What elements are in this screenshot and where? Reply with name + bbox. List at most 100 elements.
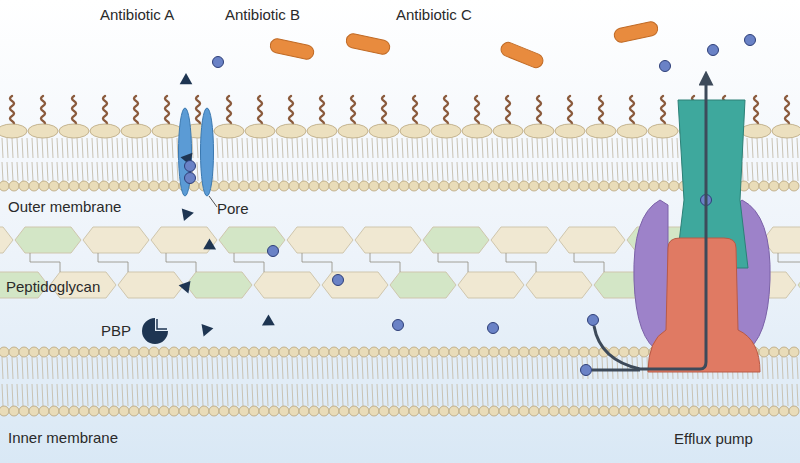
lipid-head: [449, 406, 459, 416]
lipid-tail: [132, 357, 133, 379]
lipid-tail: [577, 162, 578, 181]
lipid-tail: [672, 384, 673, 406]
lipid-head: [619, 181, 629, 191]
lipid-tail: [407, 357, 408, 379]
lipid-tail: [177, 162, 178, 181]
lipid-tail: [677, 138, 678, 158]
lipid-tail: [762, 162, 763, 181]
lipid-head: [129, 347, 139, 357]
pbp-symbol: [142, 318, 168, 344]
lipid-tail: [212, 357, 213, 379]
lipid-tail: [52, 357, 53, 379]
lipid-tail: [122, 162, 123, 181]
lipid-head: [599, 406, 609, 416]
lipid-tail: [777, 357, 778, 379]
lipid-tail: [347, 138, 348, 158]
lipid-tail: [152, 384, 153, 406]
lipid-head: [219, 181, 229, 191]
lipid-tail: [27, 162, 28, 181]
lipid-head: [289, 406, 299, 416]
lipid-tail: [687, 384, 688, 406]
glycan-hexagon: [0, 272, 48, 298]
lipid-head: [439, 181, 449, 191]
lipid-tail: [722, 384, 723, 406]
lps-head: [772, 124, 800, 138]
antibiotic-label: Antibiotic C: [396, 6, 472, 24]
lipid-tail: [297, 162, 298, 181]
lipid-head: [509, 347, 519, 357]
lipid-tail: [447, 384, 448, 406]
pore-protein: Pore: [175, 107, 220, 199]
lipid-tail: [352, 384, 353, 406]
lipid-tail: [437, 357, 438, 379]
lipid-tail: [317, 357, 318, 379]
lipid-tail: [367, 384, 368, 406]
lipid-tail: [797, 138, 798, 158]
lipid-tail: [22, 384, 23, 406]
lipid-tail: [532, 357, 533, 379]
lipid-tail: [307, 162, 308, 181]
lipid-head: [249, 347, 259, 357]
lipid-tail: [787, 162, 788, 181]
lipid-tail: [447, 138, 448, 158]
lipid-tail: [137, 162, 138, 181]
lipid-head: [629, 406, 639, 416]
lps-head: [0, 124, 27, 138]
lipid-tail: [672, 162, 673, 181]
lipid-head: [659, 181, 669, 191]
lipid-tail: [652, 384, 653, 406]
lipid-tail: [492, 138, 493, 158]
lipid-tail: [727, 384, 728, 406]
lipid-head: [299, 181, 309, 191]
lipid-tail: [672, 138, 673, 158]
lipid-tail: [132, 162, 133, 181]
lipid-head: [59, 347, 69, 357]
lipid-tail: [607, 384, 608, 406]
lipid-tail: [327, 162, 328, 181]
lipid-head: [599, 181, 609, 191]
lipid-tail: [402, 357, 403, 379]
lipid-tail: [792, 384, 793, 406]
penicillin-binding-protein: PBP: [141, 317, 169, 345]
glycan-hexagon: [254, 272, 320, 298]
lipid-head: [289, 181, 299, 191]
lps-chain: [413, 96, 417, 126]
lipid-head: [539, 347, 549, 357]
lipid-head: [279, 406, 289, 416]
lipid-tail: [742, 384, 743, 406]
lipid-tail: [662, 384, 663, 406]
lipid-head: [409, 406, 419, 416]
lps-chain: [72, 96, 76, 126]
lipid-tail: [507, 162, 508, 181]
lipid-tail: [127, 384, 128, 406]
lipid-tail: [512, 138, 513, 158]
lipid-head: [569, 347, 579, 357]
lipid-head: [459, 347, 469, 357]
antibiotic-b-molecule: [745, 35, 756, 46]
lps-chain: [444, 96, 448, 126]
lipid-head: [149, 181, 159, 191]
lipid-head: [159, 406, 169, 416]
lipid-head: [579, 181, 589, 191]
lipid-tail: [252, 162, 253, 181]
lipid-tail: [612, 384, 613, 406]
lipid-tail: [62, 384, 63, 406]
lipid-tail: [387, 138, 388, 158]
lipid-tail: [642, 162, 643, 181]
lipid-tail: [352, 138, 353, 158]
lipid-tail: [42, 138, 43, 158]
lipid-tail: [502, 357, 503, 379]
lipid-tail: [57, 162, 58, 181]
lipid-tail: [572, 162, 573, 181]
lipid-tail: [137, 138, 138, 158]
lipid-tail: [737, 384, 738, 406]
lipid-tail: [282, 162, 283, 181]
lipid-tail: [147, 162, 148, 181]
lipid-tail: [557, 357, 558, 379]
lipid-tail: [337, 138, 338, 158]
lipid-head: [719, 406, 729, 416]
peptide-crosslink: [302, 253, 332, 272]
lipid-tail: [367, 357, 368, 379]
lipid-tail: [402, 138, 403, 158]
lipid-head: [639, 347, 649, 357]
